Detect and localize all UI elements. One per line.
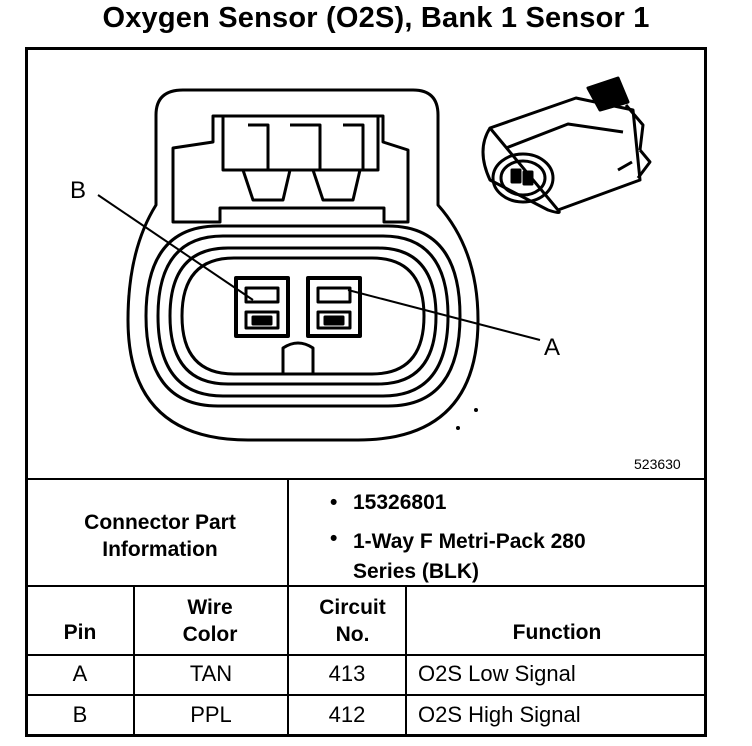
seal-ring-middle [156, 234, 450, 398]
connector-housing [126, 88, 480, 442]
header-circuit-no: Circuit No. [319, 596, 386, 646]
pin-label-a: A [544, 334, 560, 361]
header-function: Function [512, 621, 602, 644]
row-a-wire-color: TAN [189, 661, 233, 686]
column-divider-3 [405, 585, 407, 737]
part-number: 15326801 [353, 491, 447, 514]
header-wire-color: Wire Color [182, 596, 238, 646]
pin-cavity-a [306, 276, 362, 338]
diagram-frame [25, 47, 707, 737]
row-b-top-rule [25, 694, 707, 696]
seal-ring-inner [168, 246, 438, 386]
row-b-wire-color: PPL [190, 702, 232, 727]
stray-mark [474, 408, 478, 412]
polarizing-key [281, 341, 315, 374]
header-top-rule [25, 585, 707, 587]
header-pin: Pin [63, 621, 97, 644]
row-a-function: O2S Low Signal [418, 661, 576, 686]
locking-tab [171, 114, 410, 224]
connector-type: 1-Way F Metri-Pack 280 Series (BLK) [353, 530, 586, 583]
row-b-circuit: 412 [328, 702, 366, 727]
connector-part-info-label: Connector Part Information [84, 511, 236, 561]
bullet-icon: • [330, 527, 338, 550]
stray-mark [456, 426, 460, 430]
leader-line-a [347, 289, 541, 341]
row-a-circuit: 413 [328, 661, 366, 686]
diagram-title: Oxygen Sensor (O2S), Bank 1 Sensor 1 [102, 2, 650, 34]
column-divider-1 [133, 585, 135, 737]
connector-isometric-view [481, 76, 652, 214]
terminal-cavity-face [180, 256, 426, 376]
row-b-pin: B [72, 702, 88, 727]
row-b-function: O2S High Signal [418, 702, 581, 727]
table-top-rule [25, 478, 707, 480]
pin-cavity-b [234, 276, 290, 338]
row-a-pin: A [72, 661, 88, 686]
seal-ring-outer [144, 224, 462, 408]
bullet-icon: • [330, 491, 338, 514]
pin-label-b: B [70, 177, 86, 204]
connector-illustration: B A [70, 76, 652, 442]
column-divider-2 [287, 478, 289, 737]
drawing-number: 523630 [634, 456, 681, 472]
row-a-top-rule [25, 654, 707, 656]
leader-line-b [97, 194, 254, 301]
